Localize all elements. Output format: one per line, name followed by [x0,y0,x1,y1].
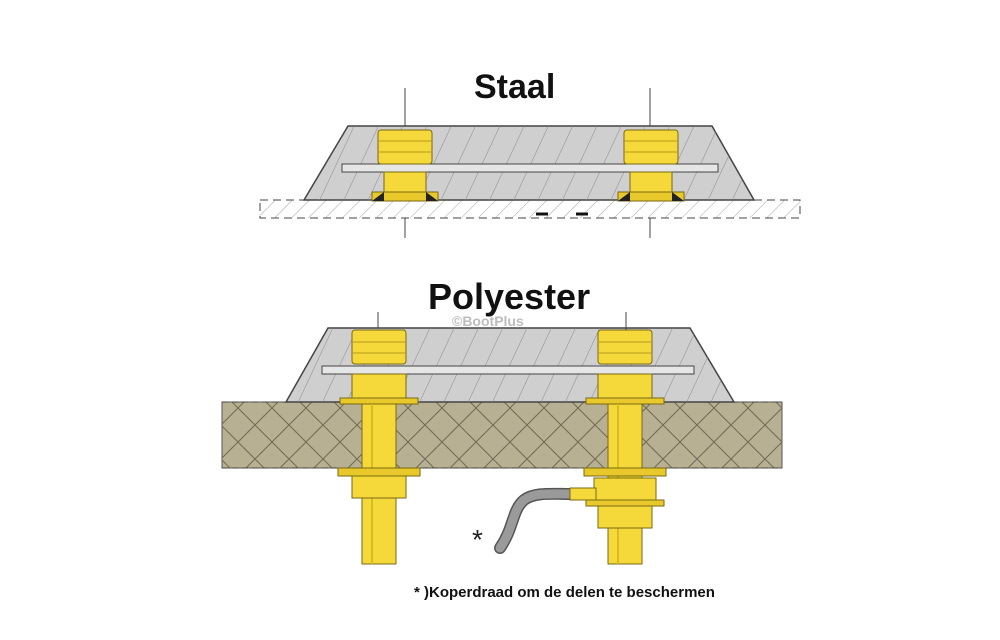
polyester-title: Polyester [428,276,591,317]
copper-wire-cable [494,487,597,554]
polyester-bolt-left [337,329,421,565]
steel-title: Staal [474,68,556,106]
footnote-marker: * [472,524,483,555]
steel-anode-body [302,125,756,201]
steel-hull-plate [259,199,801,219]
watermark: ©BootPlus [452,313,524,329]
steel-bolt-right [617,129,685,202]
polyester-hull-laminate [221,401,783,469]
polyester-diagram [221,312,783,565]
polyester-bolt-right [583,312,667,565]
footnote-text: * )Koperdraad om de delen te beschermen [414,584,715,601]
steel-diagram [259,88,801,238]
steel-bolt-left [371,129,439,202]
